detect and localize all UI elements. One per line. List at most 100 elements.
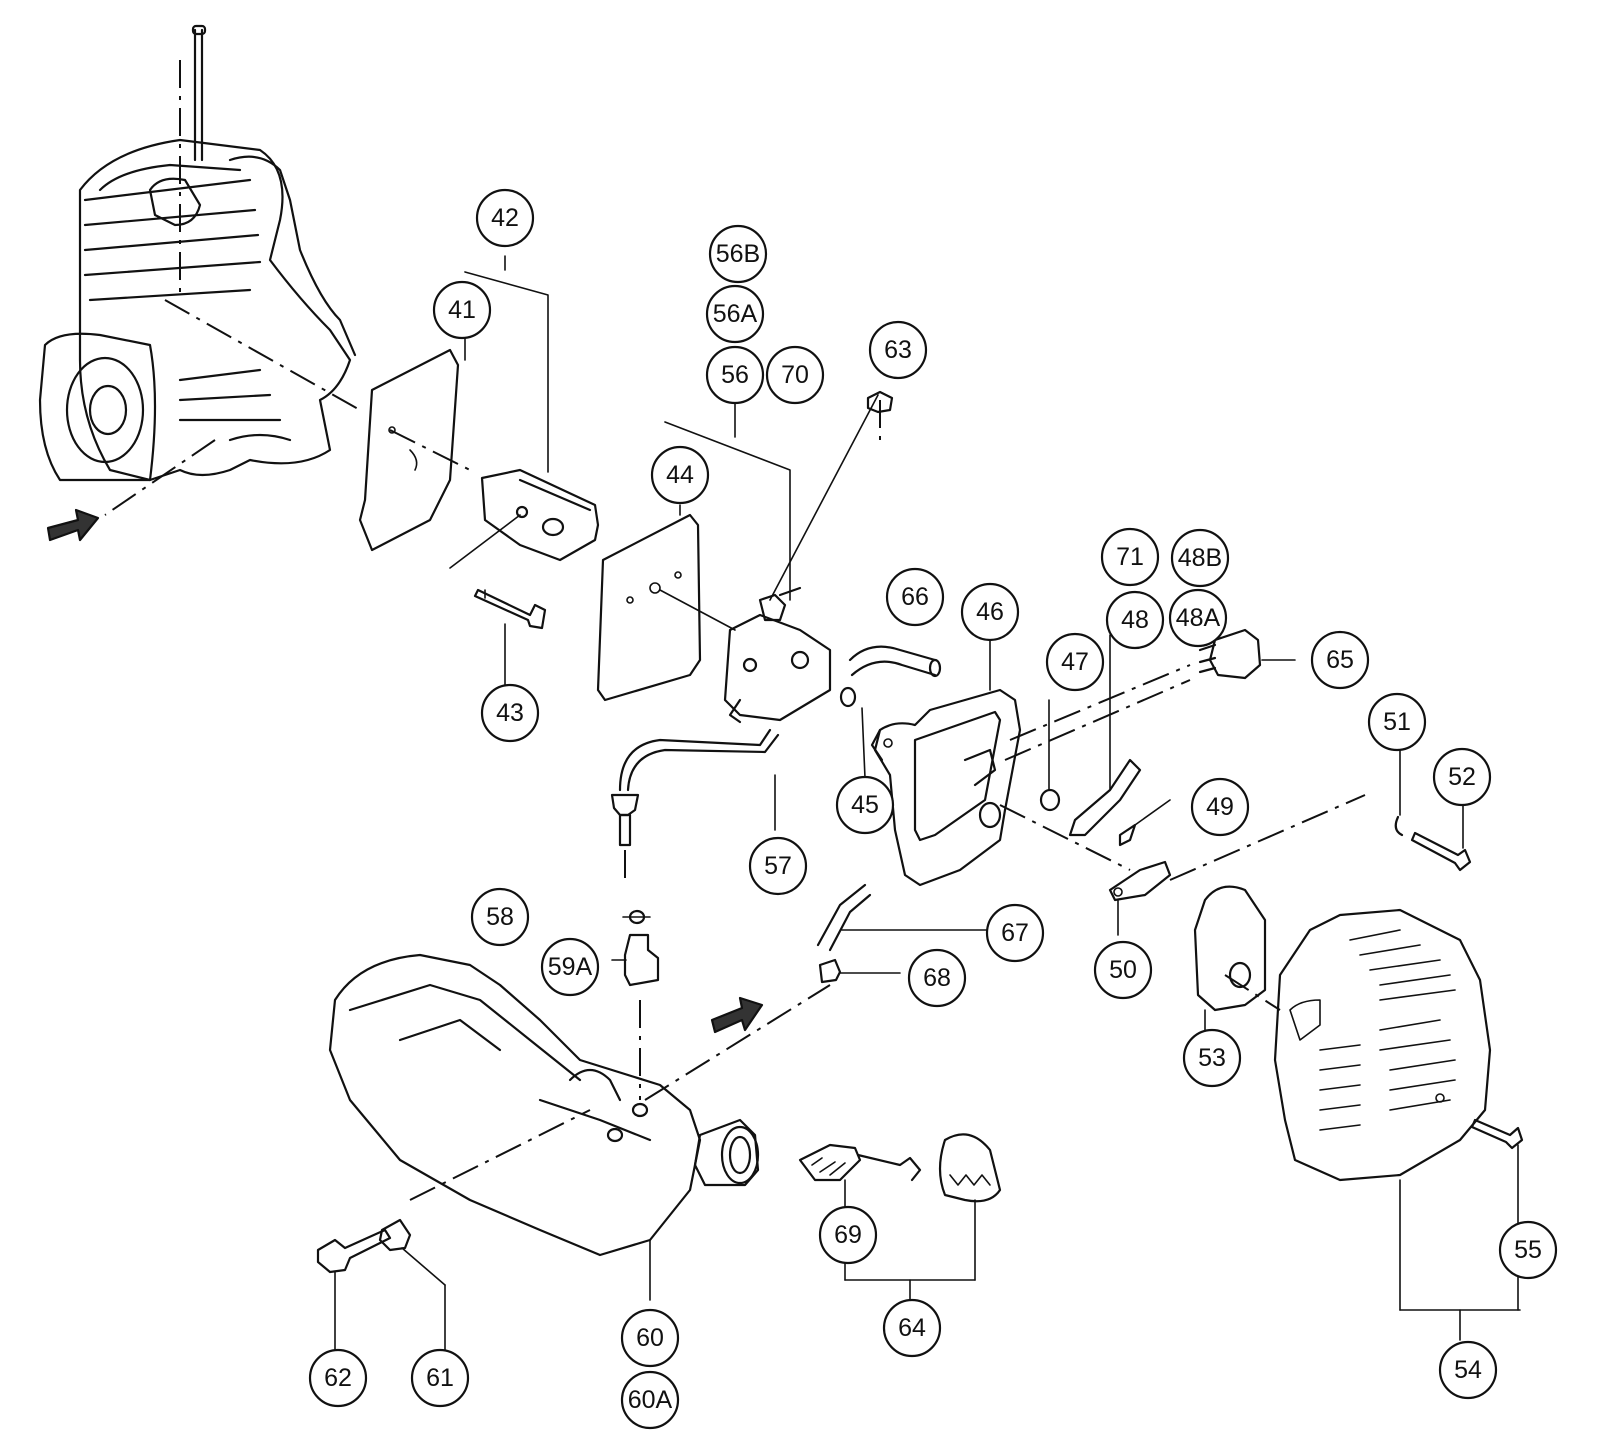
callout-56: 56 xyxy=(705,345,765,405)
bolt-43-drawing xyxy=(473,588,547,630)
callout-circle xyxy=(470,887,530,947)
bolt-62-drawing xyxy=(316,1228,392,1351)
o-ring-45-drawing xyxy=(839,686,857,708)
callout-45: 45 xyxy=(835,775,895,835)
engine-block-drawing xyxy=(38,24,361,516)
callout-label: 71 xyxy=(1116,543,1144,571)
callout-label: 55 xyxy=(1514,1236,1542,1264)
callout-48: 48 xyxy=(1105,590,1165,650)
callout-label: 44 xyxy=(666,461,694,489)
collar-47-drawing xyxy=(1039,699,1061,812)
direction-arrow-middle xyxy=(710,996,764,1034)
tube-66-drawing xyxy=(848,645,942,678)
callout-label: 56B xyxy=(716,240,760,268)
callout-54: 54 xyxy=(1438,1340,1498,1400)
callout-label: 62 xyxy=(324,1364,352,1392)
callout-56a: 56A xyxy=(705,284,765,344)
callout-circle xyxy=(1045,632,1105,692)
callout-64: 64 xyxy=(882,1298,942,1358)
callout-circle xyxy=(1190,777,1250,837)
callout-circle xyxy=(1498,1220,1558,1280)
direction-arrow-left xyxy=(46,508,100,542)
callout-circle xyxy=(705,345,765,405)
callout-circle xyxy=(748,836,808,896)
callout-71: 71 xyxy=(1100,527,1160,587)
callout-53: 53 xyxy=(1182,1028,1242,1088)
callout-48a: 48A xyxy=(1168,588,1228,648)
callout-circle xyxy=(1367,692,1427,752)
callout-circle xyxy=(1093,940,1153,1000)
air-cleaner-base-46-drawing xyxy=(870,664,1191,887)
callout-label: 43 xyxy=(496,699,524,727)
callout-circle xyxy=(765,345,825,405)
callout-circle xyxy=(882,1298,942,1358)
callout-label: 63 xyxy=(884,336,912,364)
callout-circle xyxy=(835,775,895,835)
callout-57: 57 xyxy=(748,836,808,896)
callout-label: 58 xyxy=(486,903,514,931)
callout-circle xyxy=(650,445,710,505)
callout-69: 69 xyxy=(818,1205,878,1265)
callout-label: 48 xyxy=(1121,606,1149,634)
callout-68: 68 xyxy=(907,948,967,1008)
callout-circle xyxy=(620,1370,680,1430)
callout-44: 44 xyxy=(650,445,710,505)
choke-lever-48-drawing xyxy=(1068,634,1142,837)
callout-label: 56A xyxy=(713,300,758,328)
air-cleaner-cover-54-drawing xyxy=(1273,908,1521,1341)
callout-circle xyxy=(1170,528,1230,588)
callout-59a: 59A xyxy=(540,937,600,997)
callout-circle xyxy=(1105,590,1165,650)
air-filter-53-drawing xyxy=(1193,885,1267,1041)
fuel-filter-59A-drawing xyxy=(623,933,660,1100)
screw-55-drawing xyxy=(1470,1118,1524,1311)
callout-circle xyxy=(1182,1028,1242,1088)
dashed-leader-53-54 xyxy=(1224,974,1281,1011)
callout-label: 64 xyxy=(898,1314,926,1342)
callout-circle xyxy=(1432,747,1492,807)
callout-label: 50 xyxy=(1109,956,1137,984)
callout-47: 47 xyxy=(1045,632,1105,692)
callout-55: 55 xyxy=(1498,1220,1558,1280)
callout-label: 69 xyxy=(834,1221,862,1249)
carburetor-drawing xyxy=(723,394,881,724)
callout-48b: 48B xyxy=(1170,528,1230,588)
callout-60: 60 xyxy=(620,1308,680,1368)
callout-circle xyxy=(410,1348,470,1408)
callout-label: 47 xyxy=(1061,648,1089,676)
callout-circle xyxy=(540,937,600,997)
callout-circle xyxy=(1438,1340,1498,1400)
callout-56b: 56B xyxy=(708,224,768,284)
callout-label: 66 xyxy=(901,583,929,611)
callout-49: 49 xyxy=(1190,777,1250,837)
callout-label: 70 xyxy=(781,361,809,389)
callout-circle xyxy=(818,1205,878,1265)
callout-61: 61 xyxy=(410,1348,470,1408)
callout-label: 46 xyxy=(976,598,1004,626)
insulator-block-drawing xyxy=(449,468,600,569)
callout-label: 48B xyxy=(1178,544,1222,572)
callout-62: 62 xyxy=(308,1348,368,1408)
callout-circle xyxy=(868,320,928,380)
callout-52: 52 xyxy=(1432,747,1492,807)
callout-label: 49 xyxy=(1206,793,1234,821)
callout-label: 65 xyxy=(1326,646,1354,674)
callout-circle xyxy=(885,567,945,627)
grommet-61-drawing xyxy=(378,1218,446,1351)
callout-label: 60 xyxy=(636,1324,664,1352)
callout-label: 59A xyxy=(548,953,593,981)
callout-46: 46 xyxy=(960,582,1020,642)
callout-41: 41 xyxy=(432,280,492,340)
insulator-gasket-41-drawing xyxy=(358,348,471,552)
gasket-44-drawing xyxy=(596,513,736,702)
callout-label: 56 xyxy=(721,361,749,389)
callout-label: 61 xyxy=(426,1364,454,1392)
callout-circle xyxy=(432,280,492,340)
fitting-68-drawing xyxy=(818,958,901,984)
callout-60a: 60A xyxy=(620,1370,680,1430)
callout-label: 54 xyxy=(1454,1356,1482,1384)
callout-circle xyxy=(475,188,535,248)
tube-67-drawing xyxy=(816,883,1011,952)
